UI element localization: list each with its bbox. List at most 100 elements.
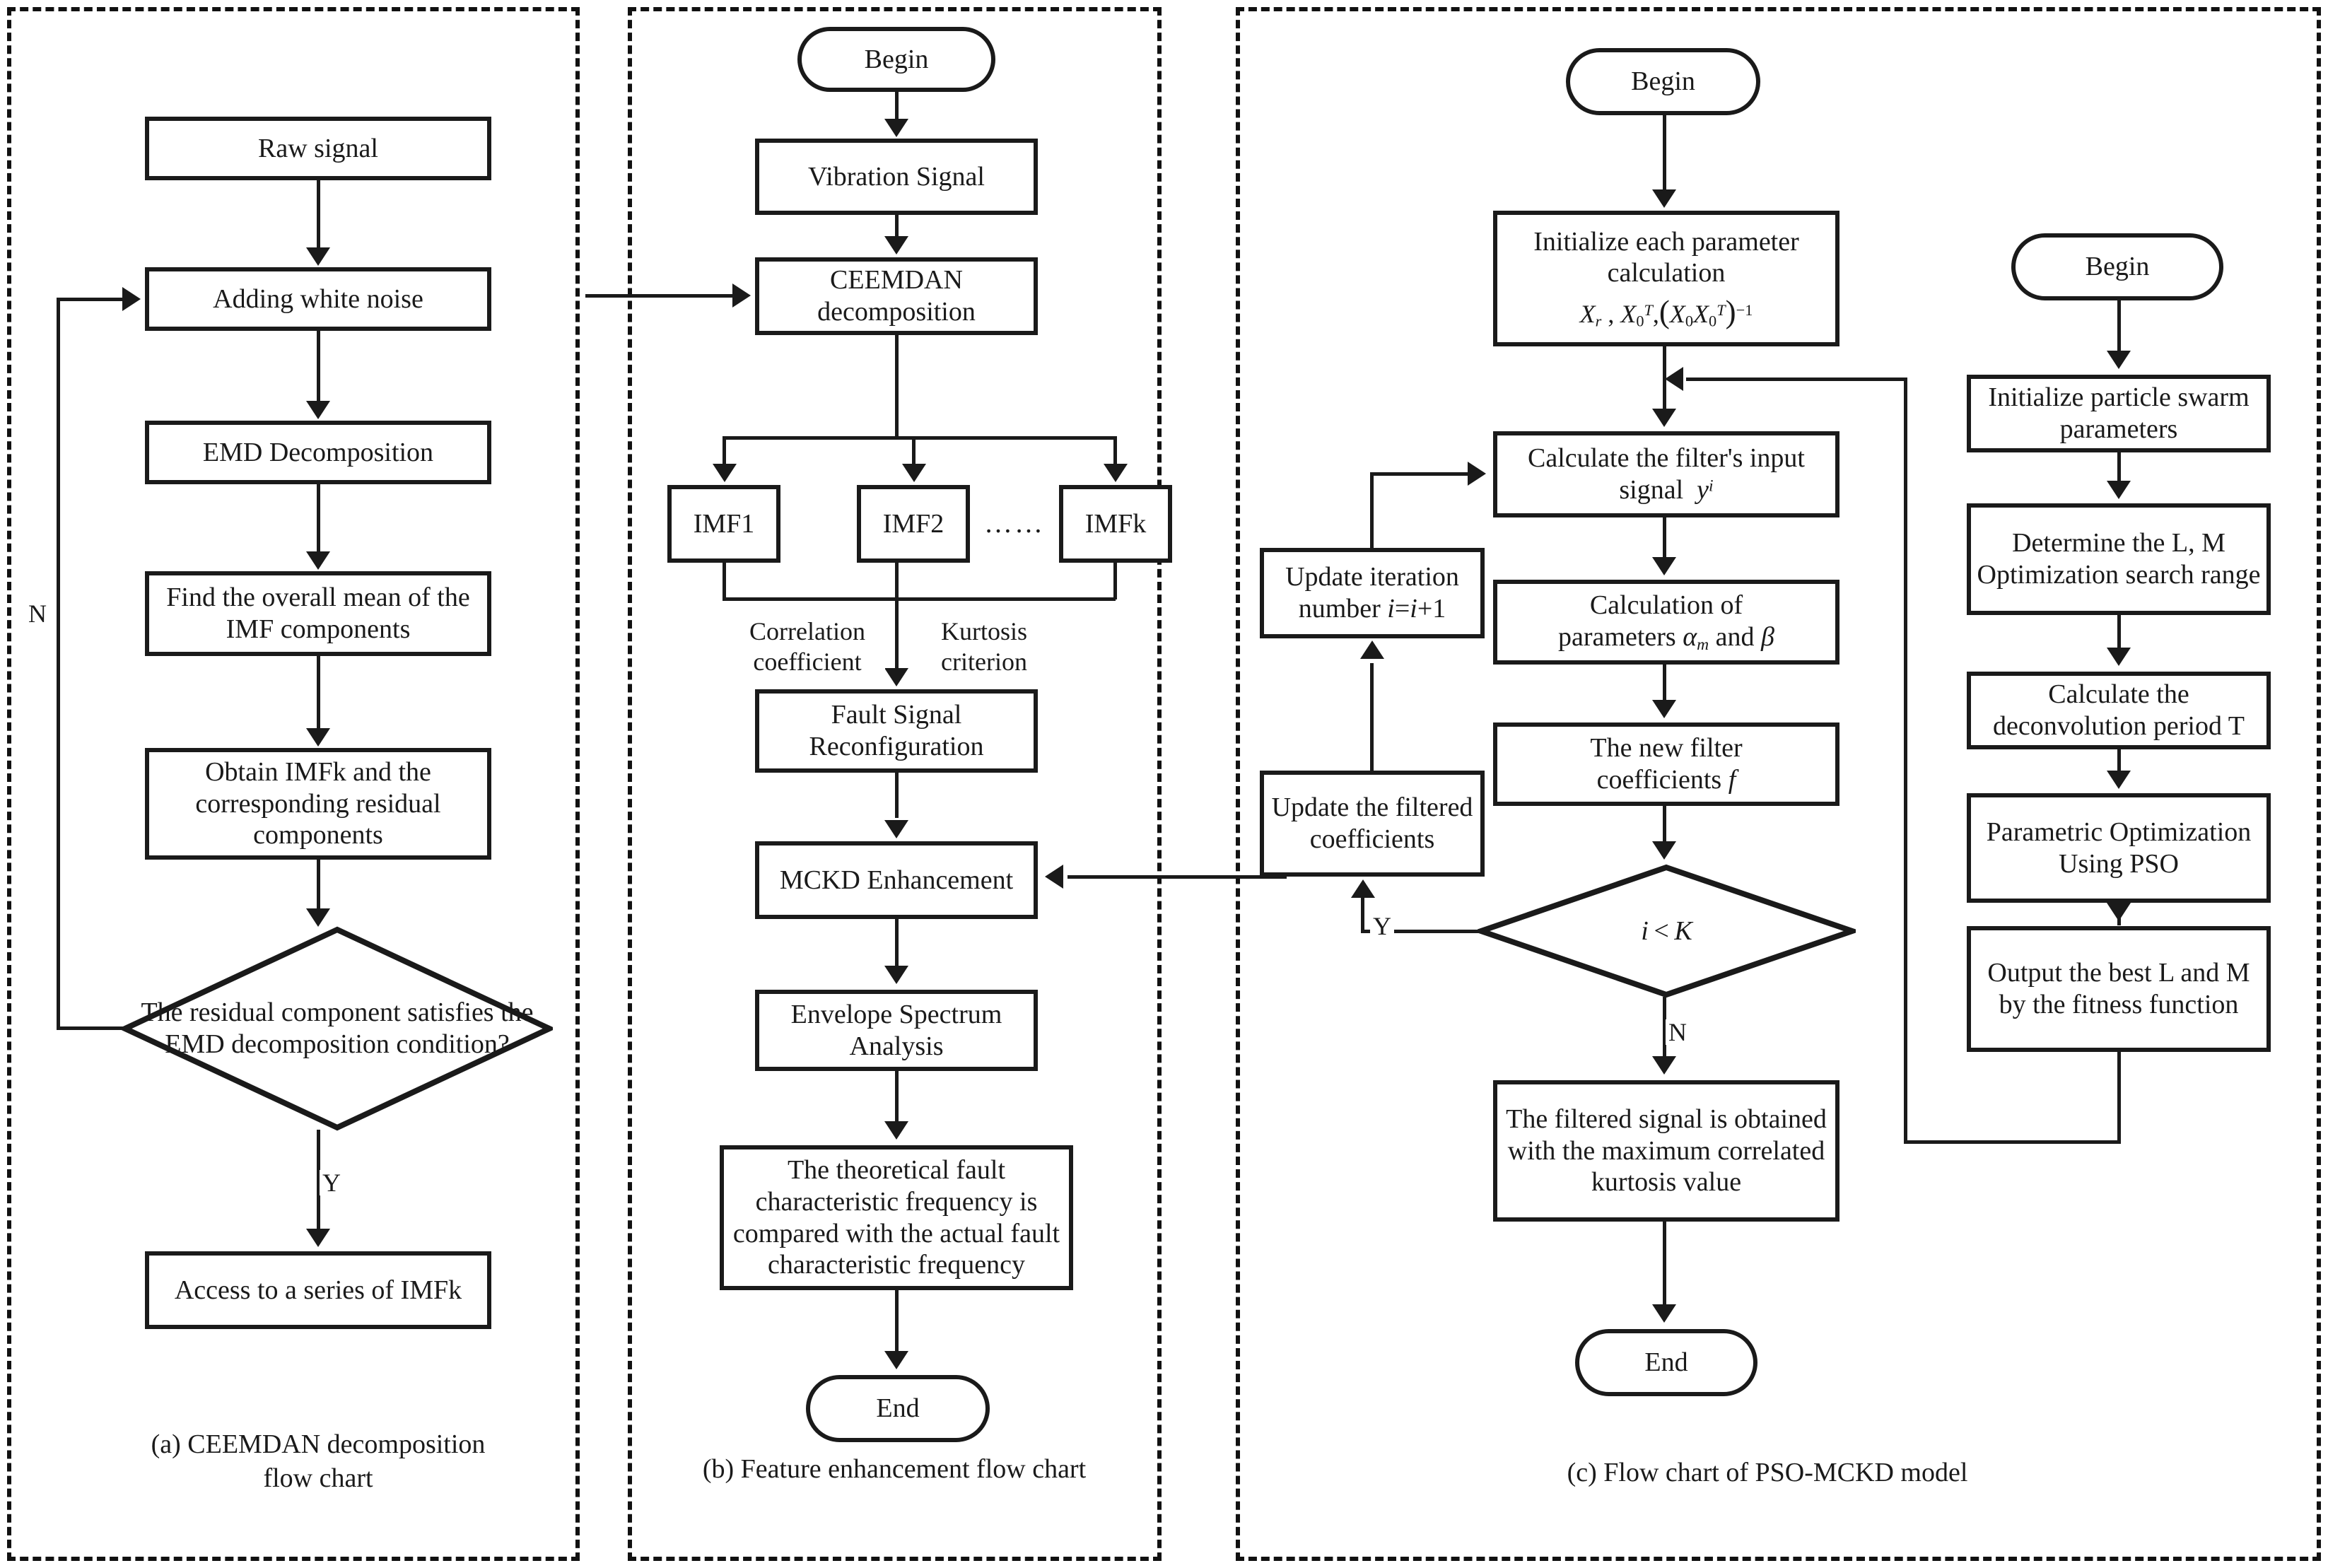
- node-update-filtered-coefficients[interactable]: Update the filtered coefficients: [1260, 771, 1485, 877]
- initialize-parameters-formula: Xr , X0T,(X0X0T)−1: [1579, 294, 1753, 330]
- node-adding-white-noise[interactable]: Adding white noise: [145, 267, 491, 331]
- edge-emd-to-mean: [317, 484, 320, 552]
- edge-c-to-mckd: [1068, 875, 1287, 879]
- node-vibration-signal[interactable]: Vibration Signal: [755, 139, 1038, 215]
- node-c-end-mckd[interactable]: End: [1575, 1329, 1757, 1396]
- node-initialize-parameters[interactable]: Initialize each parameter calculation Xr…: [1493, 211, 1839, 346]
- imf-ellipsis: ……: [984, 507, 1045, 539]
- edge-vib-to-ceemdan: [895, 215, 899, 238]
- edge-fanout-imf2: [912, 436, 916, 466]
- node-raw-signal[interactable]: Raw signal: [145, 117, 491, 180]
- edge-pso-begin-to-init: [2117, 300, 2121, 351]
- arrowhead-fanout-imf1: [713, 464, 737, 482]
- arrowhead-decision-yes-up: [1351, 879, 1375, 898]
- node-calculate-deconvolution-period[interactable]: Calculate the deconvolution period T: [1967, 672, 2271, 749]
- node-imf1[interactable]: IMF1: [667, 485, 780, 563]
- edge-merge-to-fault: [895, 563, 899, 669]
- arrowhead-filterinput-to-calcparams: [1652, 557, 1676, 575]
- arrowhead-fanout-imf2: [902, 464, 926, 482]
- node-obtain-imfk-residual[interactable]: Obtain IMFk and the corresponding residu…: [145, 748, 491, 860]
- edge-ceemdan-down: [895, 335, 899, 438]
- node-imf2[interactable]: IMF2: [857, 485, 970, 563]
- panel-c-frame: [1236, 7, 2321, 1561]
- edge-label-kurtosis-criterion: Kurtosis criterion: [911, 616, 1058, 678]
- arrowhead-obtain-to-decision: [306, 908, 330, 927]
- arrowhead-pso-period-to-optim: [2107, 771, 2131, 789]
- edge-label-no-c: N: [1666, 1019, 1690, 1045]
- arrowhead-noise-to-emd: [306, 401, 330, 419]
- node-iteration-check[interactable]: i < K: [1478, 864, 1856, 998]
- edge-updateiter-to-filterinput: [1370, 472, 1469, 476]
- edge-label-correlation-coefficient: Correlation coefficient: [730, 616, 885, 678]
- edge-mean-to-obtain: [317, 656, 320, 730]
- panel-c-caption: (c) Flow chart of PSO-MCKD model: [1567, 1458, 1968, 1487]
- arrowhead-vib-to-ceemdan: [884, 236, 908, 254]
- initialize-parameters-text: Initialize each parameter calculation: [1533, 226, 1799, 288]
- edge-init-to-filterinput: [1663, 346, 1666, 409]
- node-frequency-comparison[interactable]: The theoretical fault characteristic fre…: [720, 1145, 1073, 1290]
- arrowhead-decision-no-down: [1652, 1056, 1676, 1075]
- node-iteration-check-label: i < K: [1641, 915, 1692, 946]
- arrowhead-newfilter-to-decision: [1652, 841, 1676, 860]
- edge-fault-to-mckd: [895, 773, 899, 818]
- node-emd-decomposition[interactable]: EMD Decomposition: [145, 421, 491, 484]
- edge-envelope-to-compare: [895, 1071, 899, 1122]
- edge-calcparams-to-newfilter: [1663, 665, 1666, 700]
- node-residual-condition[interactable]: The residual component satisfies the EMD…: [122, 926, 553, 1131]
- node-determine-lm-range[interactable]: Determine the L, M Optimization search r…: [1967, 503, 2271, 615]
- node-output-best-lm[interactable]: Output the best L and M by the fitness f…: [1967, 926, 2271, 1052]
- node-filtered-signal-result[interactable]: The filtered signal is obtained with the…: [1493, 1080, 1839, 1222]
- arrowhead-decision-yes: [306, 1229, 330, 1247]
- arrowhead-result-to-end: [1652, 1304, 1676, 1323]
- arrowhead-pso-begin-to-init: [2107, 351, 2131, 369]
- panel-a-caption-line2: flow chart: [263, 1463, 373, 1493]
- edge-newfilter-to-decision: [1663, 806, 1666, 843]
- panel-b-caption: (b) Feature enhancement flow chart: [702, 1454, 1087, 1484]
- arrowhead-updateiter-to-filterinput: [1468, 462, 1486, 486]
- arrowhead-c-to-mckd: [1045, 865, 1063, 889]
- arrowhead-no-return: [122, 287, 141, 311]
- panel-b-frame: [628, 7, 1162, 1561]
- edge-raw-to-noise: [317, 180, 320, 249]
- node-b-end[interactable]: End: [806, 1375, 990, 1442]
- edge-decision-no-vertical: [57, 299, 60, 1030]
- arrowhead-init-to-filterinput: [1652, 409, 1676, 427]
- edge-decision-no-horizontal: [57, 1026, 127, 1030]
- node-parametric-optimization-pso[interactable]: Parametric Optimization Using PSO: [1967, 793, 2271, 903]
- node-find-overall-mean[interactable]: Find the overall mean of the IMF compone…: [145, 571, 491, 656]
- arrowhead-calcparams-to-newfilter: [1652, 700, 1676, 718]
- node-fault-signal-reconfiguration[interactable]: Fault Signal Reconfiguration: [755, 689, 1038, 773]
- edge-decision-yes: [317, 1130, 320, 1230]
- arrowhead-pso-range-to-period: [2107, 648, 2131, 666]
- edge-mckd-to-envelope: [895, 919, 899, 967]
- edge-fanout-imfk: [1113, 436, 1117, 466]
- node-mckd-enhancement[interactable]: MCKD Enhancement: [755, 841, 1038, 919]
- diamond-shape-c: [1478, 864, 1856, 998]
- edge-imf1-down: [723, 563, 726, 599]
- node-c-begin-pso[interactable]: Begin: [2011, 233, 2223, 300]
- edge-compare-to-end: [895, 1290, 899, 1352]
- arrowhead-pso-feedback: [1665, 367, 1683, 391]
- edge-label-no-a: N: [25, 601, 49, 626]
- edge-updatefiltered-to-updateiter: [1370, 663, 1374, 771]
- edge-noise-to-emd: [317, 331, 320, 402]
- node-imfk[interactable]: IMFk: [1059, 485, 1172, 563]
- node-envelope-spectrum-analysis[interactable]: Envelope Spectrum Analysis: [755, 990, 1038, 1071]
- edge-no-return-horizontal: [57, 298, 124, 301]
- edge-b-begin-to-vib: [895, 92, 899, 120]
- arrowhead-raw-to-noise: [306, 247, 330, 266]
- node-initialize-particle-swarm[interactable]: Initialize particle swarm parameters: [1967, 375, 2271, 452]
- node-ceemdan-decomposition[interactable]: CEEMDAN decomposition: [755, 257, 1038, 335]
- node-access-series-imfk[interactable]: Access to a series of IMFk: [145, 1251, 491, 1329]
- arrowhead-pso-init-to-range: [2107, 481, 2131, 499]
- arrowhead-fault-to-mckd: [884, 820, 908, 838]
- node-c-begin-mckd[interactable]: Begin: [1566, 48, 1760, 115]
- node-b-begin[interactable]: Begin: [797, 27, 995, 92]
